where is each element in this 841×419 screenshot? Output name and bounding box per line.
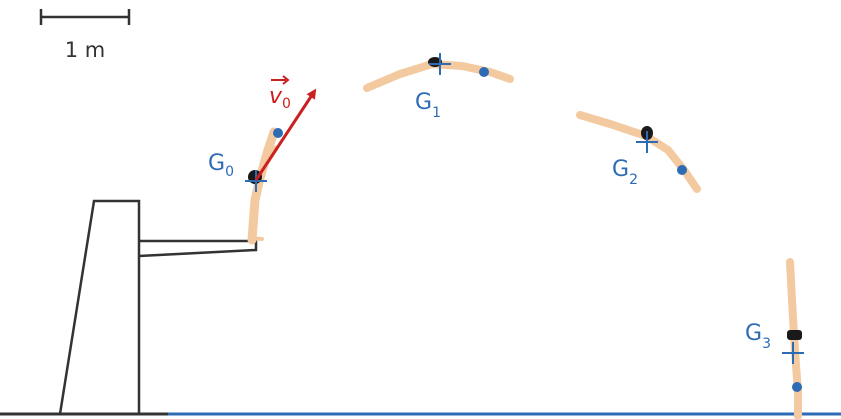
- svg-text:v0: v0: [269, 84, 291, 112]
- diving-board: [138, 239, 258, 258]
- com-marker-g1: [429, 53, 451, 75]
- diving-tower: [58, 199, 258, 415]
- diver-g2: [576, 111, 701, 193]
- com-marker-g2: [636, 131, 658, 153]
- velocity-subscript: 0: [282, 96, 291, 112]
- diver-g1: [363, 57, 514, 92]
- label-g2: G2: [612, 157, 638, 188]
- com-marker-g0: [245, 170, 267, 192]
- label-g3: G3: [745, 321, 771, 352]
- com-markers: [245, 53, 804, 364]
- com-marker-g3: [782, 342, 804, 364]
- velocity-vector: v0: [254, 75, 317, 181]
- diver-g3: [786, 258, 802, 419]
- label-g1: G1: [415, 90, 441, 121]
- label-g0: G0: [208, 151, 234, 180]
- scale-bar: 1 m: [39, 9, 131, 62]
- velocity-symbol: v: [269, 84, 283, 109]
- scale-bar-label: 1 m: [65, 38, 106, 62]
